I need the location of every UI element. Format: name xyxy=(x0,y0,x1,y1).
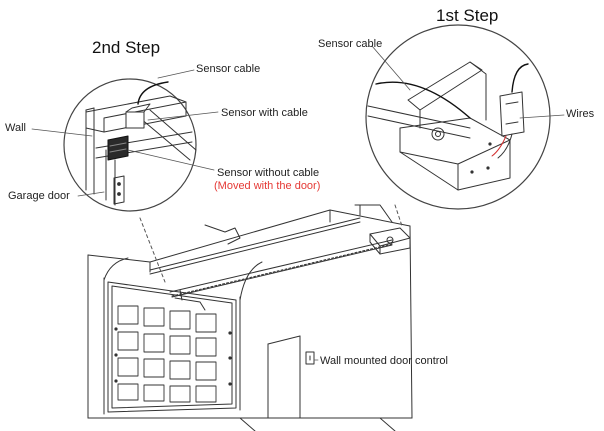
sensor-magnet xyxy=(107,135,129,161)
wall-mounted-control-label: Wall mounted door control xyxy=(320,355,448,367)
step1-detail-circle xyxy=(365,24,551,210)
wall-side xyxy=(267,335,301,419)
moved-with-door-note: (Moved with the door) xyxy=(214,180,321,192)
header-bracket xyxy=(204,224,241,245)
garage-structure xyxy=(87,209,413,431)
garage-door xyxy=(103,257,263,415)
sensor-cable-label-right: Sensor cable xyxy=(318,38,383,50)
leader-lines xyxy=(31,45,565,361)
sensor-with-cable-label: Sensor with cable xyxy=(221,107,308,119)
first-step-title: 1st Step xyxy=(436,6,499,25)
second-step-title: 2nd Step xyxy=(92,38,161,57)
wall-control-device xyxy=(305,351,315,365)
opener-motor-unit xyxy=(369,227,411,255)
step2-detail-circle xyxy=(63,78,197,212)
sensor-cable-label-left: Sensor cable xyxy=(196,63,261,75)
wall-label: Wall xyxy=(5,122,26,134)
sensor-without-cable-label: Sensor without cable xyxy=(217,167,320,179)
opener-rail xyxy=(149,204,393,311)
wires-label: Wires xyxy=(566,108,595,120)
garage-door-label: Garage door xyxy=(8,190,70,202)
zoom-guides xyxy=(139,204,403,283)
